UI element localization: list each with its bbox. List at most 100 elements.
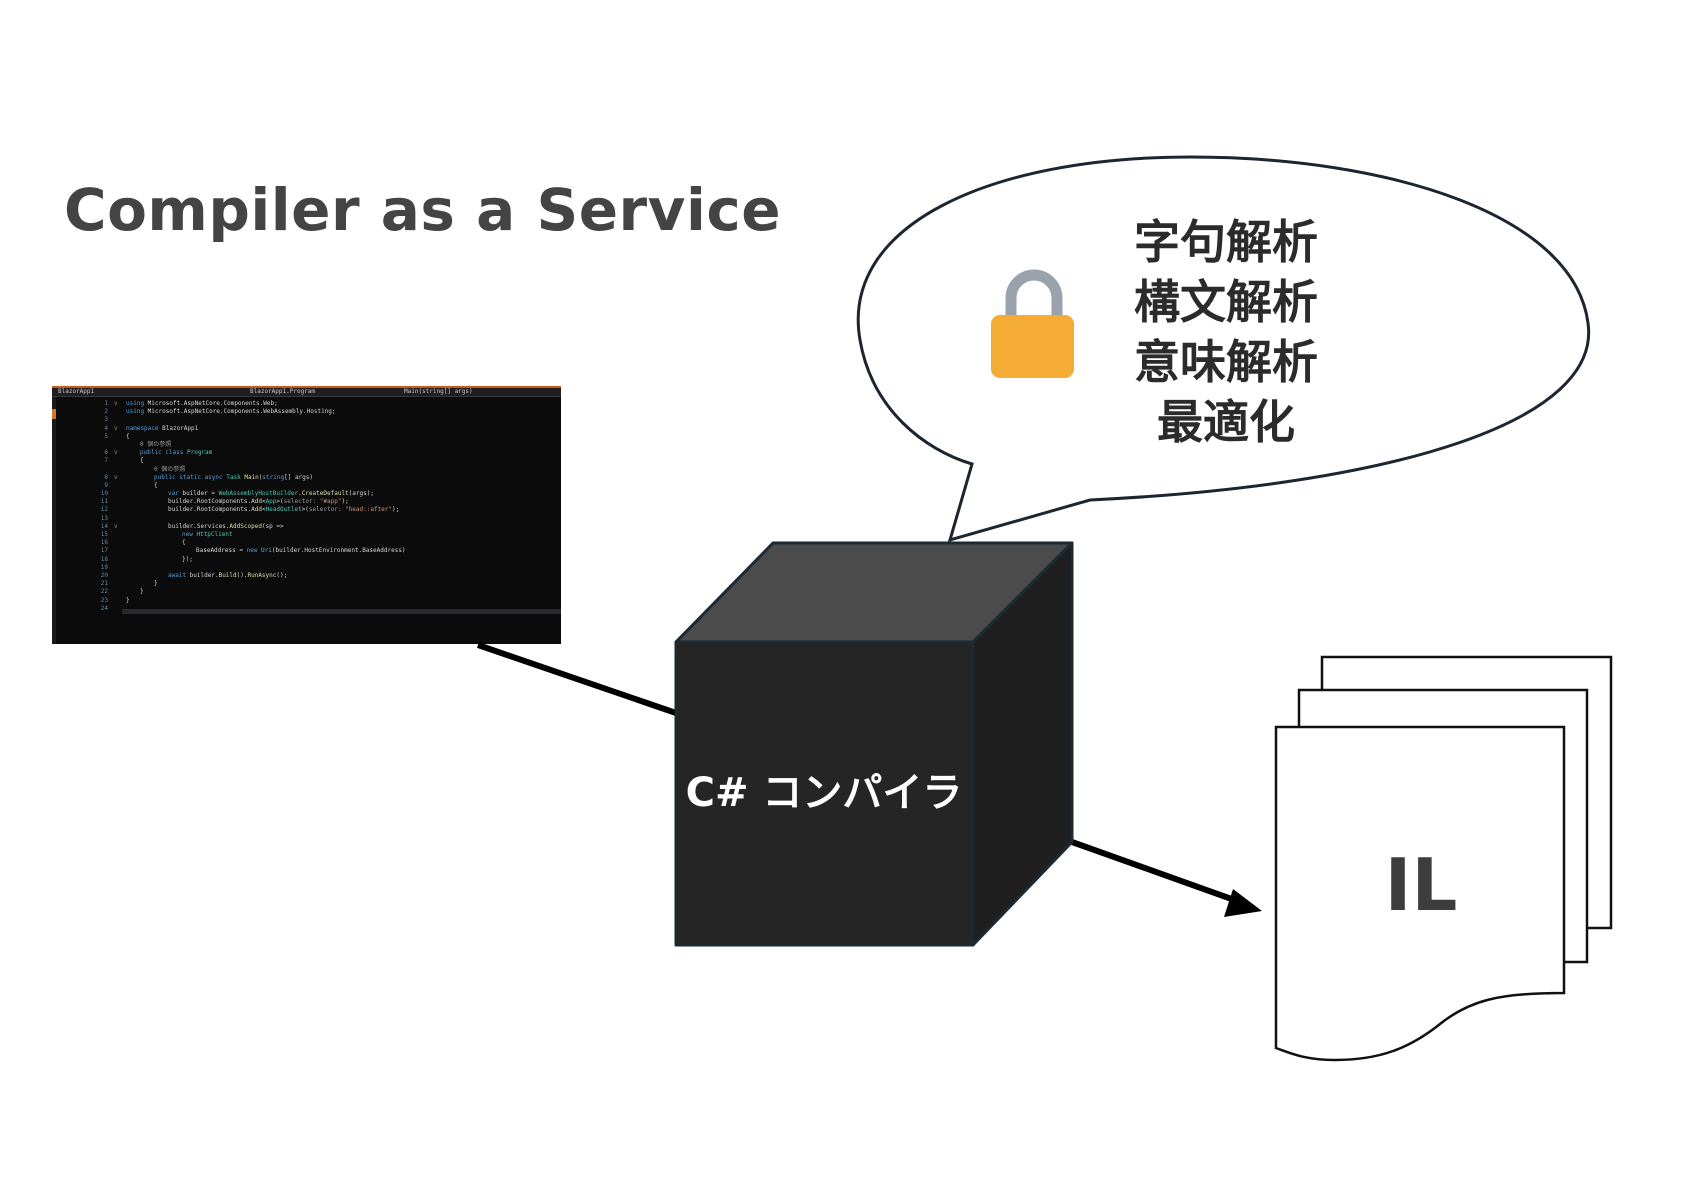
code-line: 12 builder.RootComponents.Add<HeadOutlet>… [58,506,558,514]
input-connector-line [477,642,677,716]
code-line: 9{ [58,482,558,490]
line-number: 11 [100,498,108,506]
editor-project-tab: BlazorApp1 [58,388,95,395]
code-text: var builder = WebAssemblyHostBuilder.Cre… [168,490,374,498]
code-line: 22} [58,588,558,596]
code-text: }); [182,555,193,563]
line-number: 6 [104,449,108,457]
fold-toggle-icon[interactable]: v [114,400,118,407]
line-number: 2 [104,408,108,416]
bubble-line-syntax-analysis: 構文解析 [1134,275,1318,329]
fold-toggle-icon[interactable]: v [114,522,118,530]
compiler-cube [674,541,1074,947]
code-line: 21} [58,580,558,588]
editor-method-tab: Main(string[] args) [404,388,473,395]
line-number: 20 [100,571,108,579]
bubble-line-semantic-analysis: 意味解析 [1134,335,1318,389]
code-line: 24 [58,605,558,613]
fold-toggle-icon[interactable]: v [114,473,118,481]
code-line: 7{ [58,457,558,465]
lock-icon [991,269,1074,378]
code-text: 0 個の参照 [140,440,172,448]
code-line: 10 var builder = WebAssemblyHostBuilder.C… [58,490,558,498]
code-text: namespace BlazorApp1 [126,424,199,432]
code-line: 17 BaseAddress = new Uri(builder.HostEnvi… [58,547,558,555]
line-number: 21 [100,580,108,588]
code-editor-screenshot: BlazorApp1 BlazorApp1.Program Main(strin… [52,386,561,644]
code-line: 3 [58,416,558,424]
line-number: 19 [100,563,108,571]
output-arrow-line [1070,839,1242,905]
editor-navigation-bar: BlazorApp1 BlazorApp1.Program Main(strin… [52,386,561,397]
code-text: } [154,580,158,588]
code-text: { [154,481,158,489]
line-number: 22 [100,588,108,596]
code-text: } [126,596,130,604]
code-text: { [126,432,130,440]
line-number: 14 [100,522,108,530]
line-number: 3 [104,416,108,424]
cube-front-face [674,640,975,947]
diagram-title: Compiler as a Service [64,176,782,244]
line-number: 8 [104,473,108,481]
code-line: 14 v builder.Services.AddScoped(sp => [58,523,558,531]
editor-scrollbar [122,609,561,614]
code-text: } [140,588,144,596]
code-text: public class Program [140,449,213,457]
code-text: builder.RootComponents.Add<HeadOutlet>(s… [168,506,400,514]
il-document-stack [1274,655,1613,1062]
il-label: IL [1385,843,1458,927]
line-number: 23 [100,596,108,604]
fold-toggle-icon[interactable]: v [114,424,118,432]
code-text: builder.Services.AddScoped(sp => [168,522,284,530]
line-number: 4 [104,424,108,432]
code-text: builder.RootComponents.Add<App>(selector… [168,498,349,506]
line-number: 16 [100,539,108,547]
compiler-label: C# コンパイラ [686,770,963,816]
editor-class-tab: BlazorApp1.Program [250,388,316,395]
line-number: 15 [100,531,108,538]
line-number: 18 [100,555,108,563]
line-number: 9 [104,481,108,489]
code-line: 5{ [58,433,558,441]
code-text: { [140,457,144,465]
line-number: 10 [100,490,108,498]
bubble-text-group: 字句解析 構文解析 意味解析 最適化 [1134,215,1318,449]
bubble-line-lexical-analysis: 字句解析 [1134,215,1318,269]
code-text: 0 個の参照 [154,465,186,473]
document-front [1274,725,1566,1062]
line-number: 13 [100,514,108,522]
code-text: new HttpClient [182,531,233,538]
code-line: 16 { [58,539,558,547]
code-line: 0 個の参照 [58,441,558,449]
code-text: public static async Task Main(string[] a… [154,473,314,481]
line-number: 7 [104,457,108,465]
code-line: 13 [58,515,558,523]
code-text: await builder.Build().RunAsync(); [168,571,288,579]
code-line: 0 個の参照 [58,466,558,474]
line-number: 1 [104,400,108,407]
code-line: 18}); [58,556,558,564]
code-line: 23} [58,597,558,605]
code-line: 15 new HttpClient [58,531,558,539]
fold-toggle-icon[interactable]: v [114,449,118,457]
code-line: 20 await builder.Build().RunAsync(); [58,572,558,580]
code-text: using Microsoft.AspNetCore.Components.We… [126,400,278,407]
line-number: 5 [104,432,108,440]
bubble-line-optimization: 最適化 [1157,395,1295,449]
code-text: { [182,539,186,547]
line-number: 24 [100,604,108,612]
line-number: 17 [100,547,108,555]
code-text: BaseAddress = new Uri(builder.HostEnviro… [196,547,406,555]
code-line: 19 [58,564,558,572]
thought-speech-bubble [856,155,1591,543]
code-line: 11 builder.RootComponents.Add<App>(select… [58,498,558,506]
output-arrowhead [1224,889,1262,917]
line-number: 12 [100,506,108,514]
